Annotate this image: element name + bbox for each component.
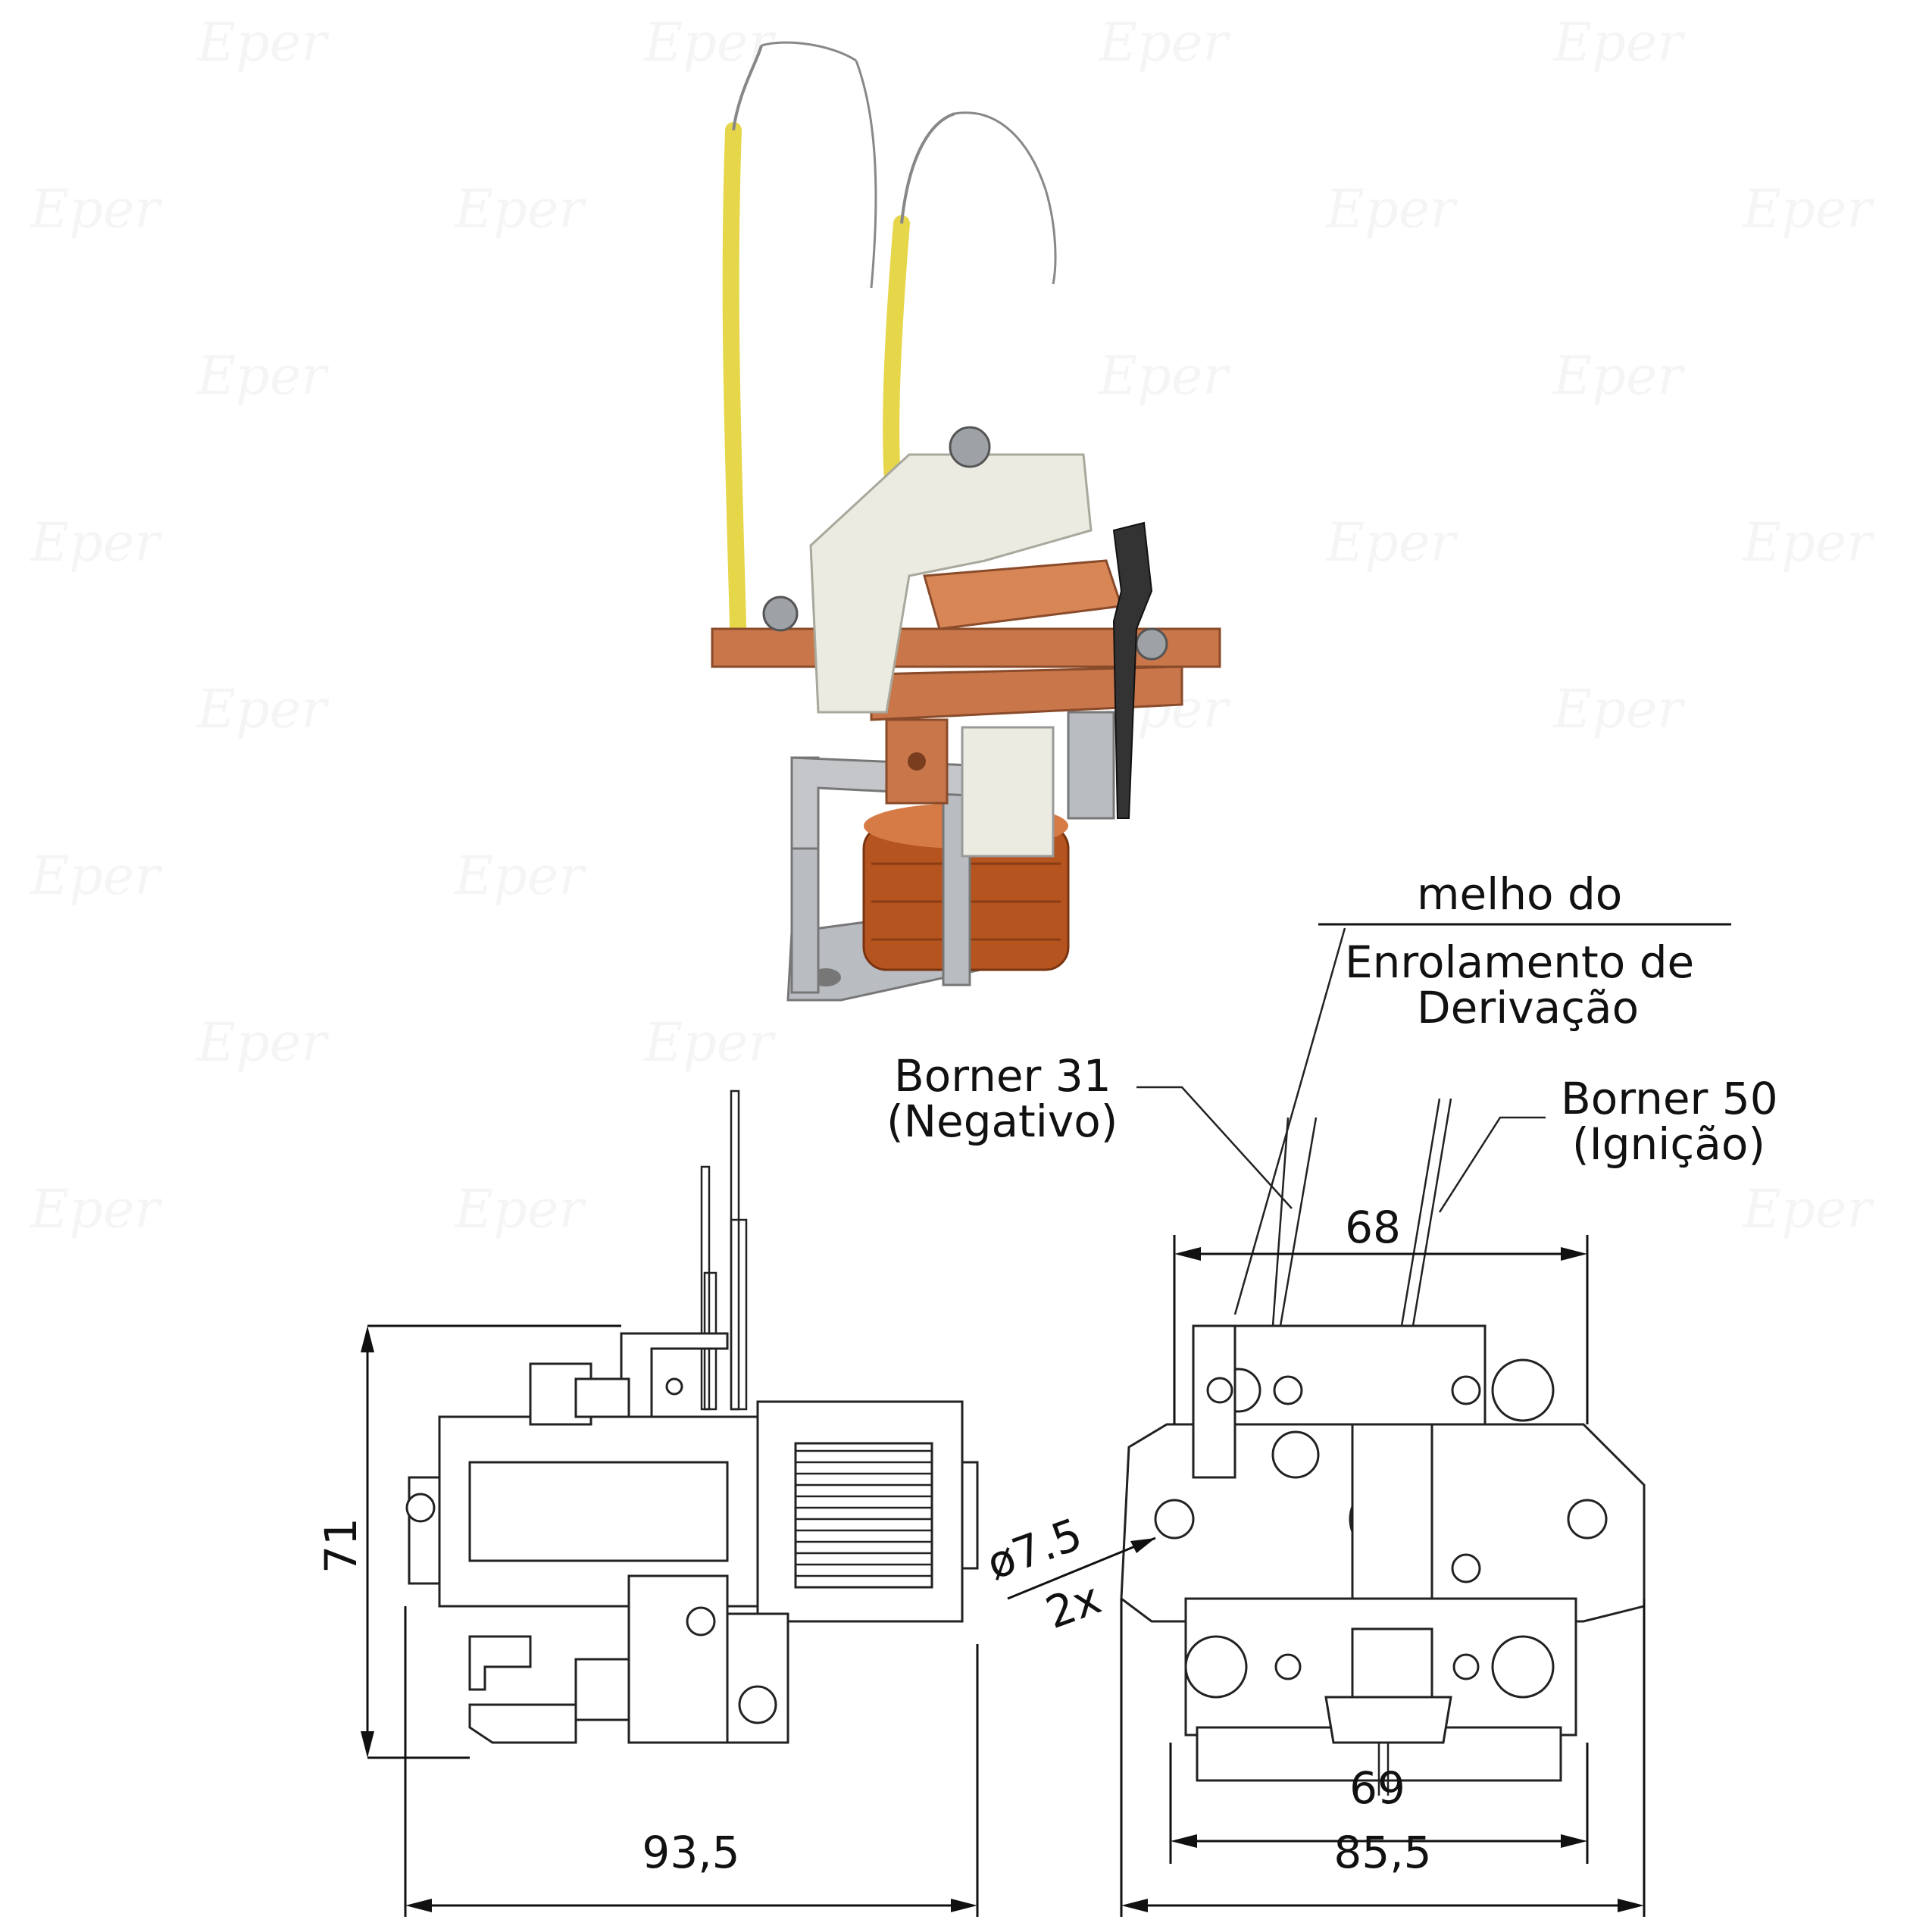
dim-front-width: 85,5 (1333, 1827, 1431, 1878)
svg-text:Eper: Eper (195, 678, 329, 740)
label-borner31-title: Borner 31 (894, 1050, 1111, 1102)
svg-text:Eper: Eper (1097, 11, 1230, 73)
svg-text:Eper: Eper (1552, 678, 1685, 740)
label-borner50-title: Borner 50 (1561, 1073, 1778, 1124)
dim-top-span: 68 (1345, 1202, 1401, 1253)
svg-text:Eper: Eper (195, 1011, 329, 1074)
svg-text:Eper: Eper (195, 11, 329, 73)
svg-text:Eper: Eper (1741, 1178, 1874, 1240)
label-vermelho: melho do (1417, 868, 1622, 920)
svg-text:Eper: Eper (1741, 511, 1874, 574)
svg-text:Eper: Eper (453, 178, 586, 240)
label-borner31-sub: (Negativo) (886, 1096, 1118, 1147)
svg-text:Eper: Eper (1741, 178, 1874, 240)
dim-hole-dia: ø7.5 (980, 1508, 1089, 1590)
side-view-drawing (405, 1089, 979, 1744)
svg-text:Eper: Eper (1097, 345, 1230, 407)
svg-text:Eper: Eper (453, 845, 586, 907)
front-view-drawing (1120, 1098, 1646, 1796)
dimension-lines: 71 93,5 68 69 85,5 ø7.5 2x (315, 1202, 1646, 1917)
solenoid-switch-photo (711, 41, 1221, 1002)
dim-side-width: 93,5 (642, 1827, 739, 1878)
svg-text:Eper: Eper (642, 1011, 776, 1074)
svg-text:Eper: Eper (1552, 345, 1685, 407)
leader-enrolamento (1233, 927, 1346, 1315)
svg-text:Eper: Eper (1552, 11, 1685, 73)
svg-text:Eper: Eper (1324, 511, 1458, 574)
svg-text:Eper: Eper (453, 1178, 586, 1240)
svg-text:Eper: Eper (195, 345, 329, 407)
label-enrolamento: Enrolamento de (1345, 936, 1694, 988)
dim-height: 71 (315, 1518, 367, 1574)
svg-text:Eper: Eper (29, 845, 162, 907)
annotation-labels: melho do Enrolamento de Derivação Borner… (886, 868, 1778, 1315)
svg-text:Eper: Eper (29, 511, 162, 574)
svg-text:Eper: Eper (29, 178, 162, 240)
svg-text:Eper: Eper (642, 11, 776, 73)
label-derivacao: Derivação (1417, 982, 1639, 1033)
svg-text:Eper: Eper (1324, 178, 1458, 240)
label-borner50-sub: (Ignição) (1572, 1118, 1765, 1170)
leader-borner50 (1438, 1116, 1546, 1213)
svg-text:Eper: Eper (29, 1178, 162, 1240)
leader-borner31 (1136, 1086, 1293, 1209)
dim-bottom-inner: 69 (1349, 1762, 1405, 1814)
